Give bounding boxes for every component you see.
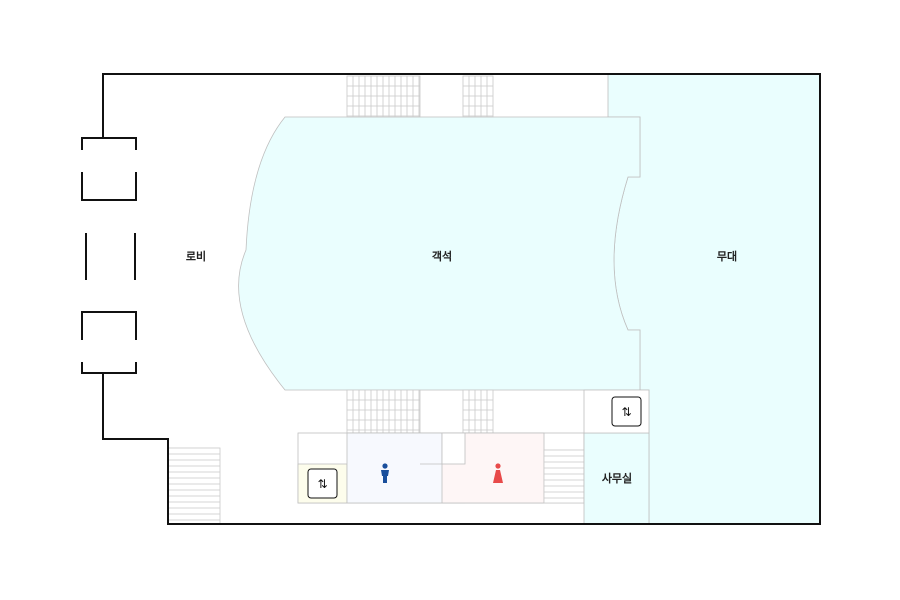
elevator-icon: ⇅ (317, 477, 327, 491)
office[interactable] (583, 432, 650, 525)
stage-label: 무대 (717, 249, 737, 263)
elevator-1[interactable]: ⇅ (307, 468, 338, 499)
lower-stairs-right (462, 389, 494, 434)
upper-stairs-left (346, 75, 421, 118)
elevator-2[interactable]: ⇅ (611, 396, 642, 427)
outer-wall (102, 73, 821, 525)
office-label: 사무실 (602, 471, 632, 485)
service-stairs (543, 449, 585, 504)
seating-area[interactable] (238, 116, 641, 391)
lower-stairs-left (346, 389, 421, 434)
seating-label: 객석 (432, 249, 452, 263)
lobby-label: 로비 (186, 249, 206, 263)
upper-stairs-right (462, 75, 494, 118)
female-restroom-icon (493, 463, 503, 483)
entrance-doors[interactable] (81, 137, 137, 374)
lobby-stairs (167, 447, 221, 525)
elevator-icon: ⇅ (621, 405, 631, 419)
male-restroom-icon (381, 463, 389, 483)
